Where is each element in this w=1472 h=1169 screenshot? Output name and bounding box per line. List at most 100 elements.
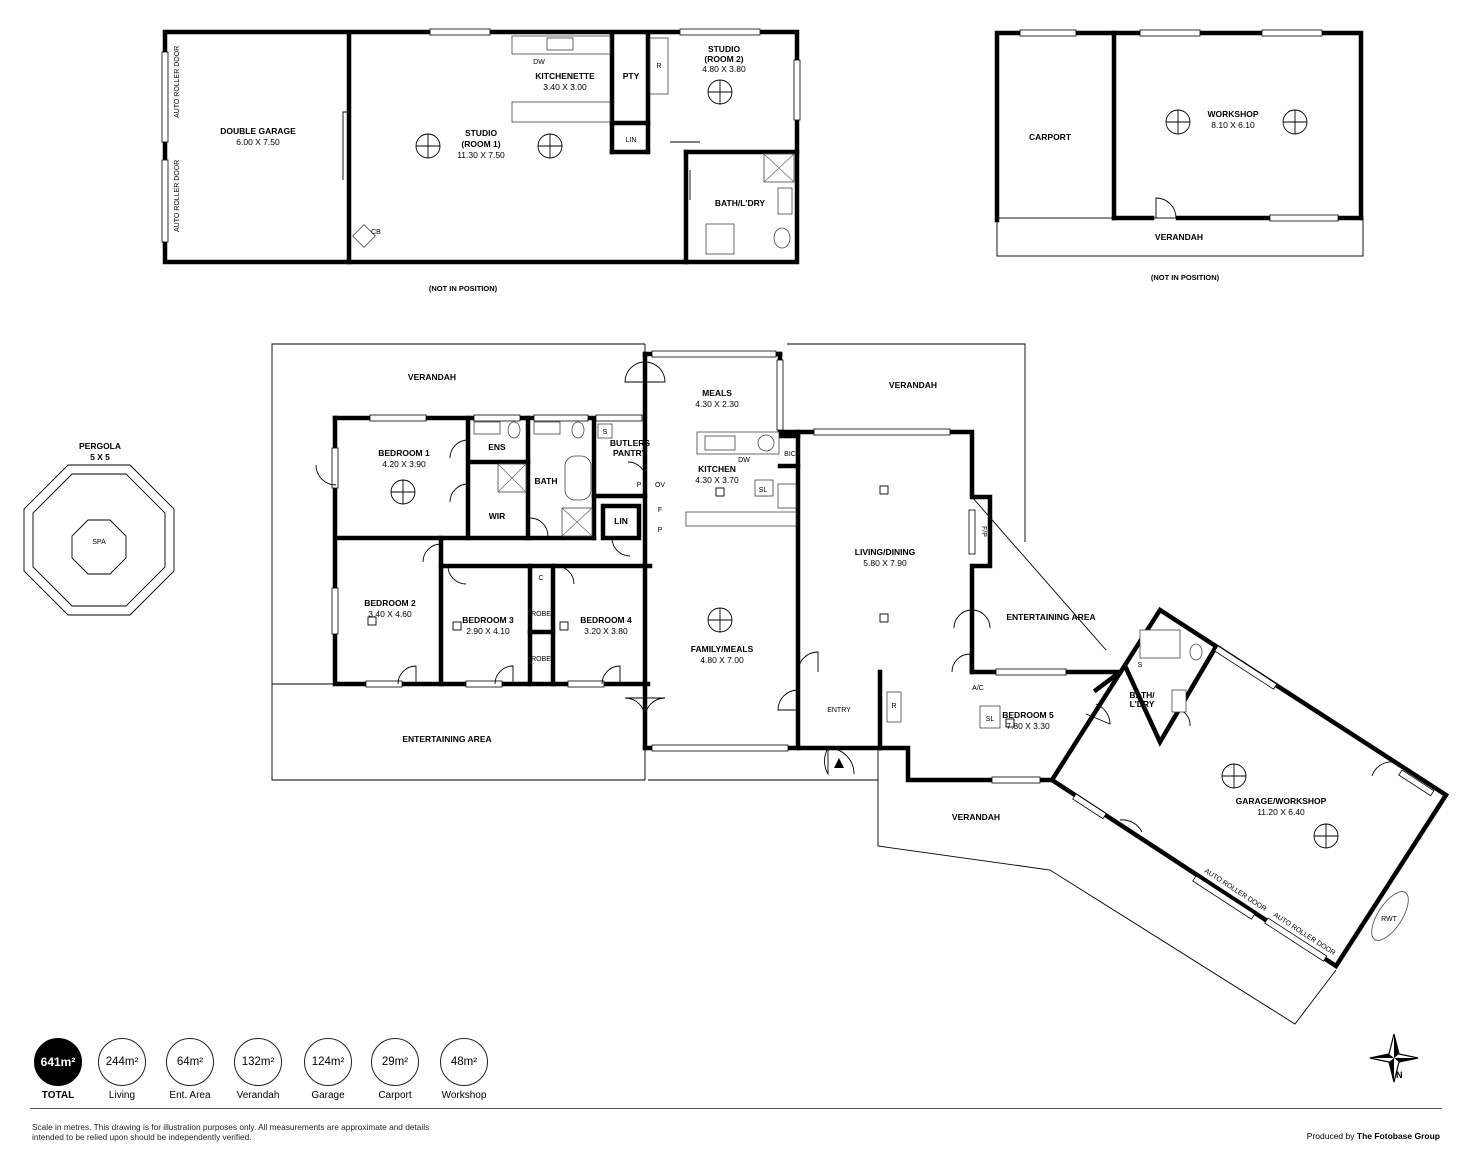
family-meals-label: FAMILY/MEALS bbox=[691, 644, 754, 654]
family-meals-size: 4.80 X 7.00 bbox=[700, 655, 744, 665]
area-ent-label: Ent. Area bbox=[169, 1090, 211, 1101]
r-label: R bbox=[656, 63, 661, 70]
bath-ldry-line2: L'DRY bbox=[1130, 699, 1155, 709]
credit-prefix: Produced by bbox=[1306, 1131, 1355, 1141]
meals-label: MEALS bbox=[702, 388, 732, 398]
lin-label: LIN bbox=[614, 516, 628, 526]
bedroom5-size: 7.80 X 3.30 bbox=[1006, 721, 1050, 731]
bath-label: BATH bbox=[535, 476, 558, 486]
garage-workshop-size: 11.20 X 6.40 bbox=[1257, 807, 1305, 817]
area-workshop-value: 48m² bbox=[440, 1038, 488, 1086]
pty-label: PTY bbox=[623, 71, 640, 81]
s-label: S bbox=[603, 429, 608, 436]
bedroom1-label: BEDROOM 1 bbox=[378, 448, 430, 458]
studio-room1-label: STUDIO bbox=[465, 128, 498, 138]
main-house: VERANDAH VERANDAH VERANDAH MEALS 4.30 X … bbox=[271, 343, 1450, 1025]
entertaining-east-label: ENTERTAINING AREA bbox=[1006, 612, 1095, 622]
r-label: R bbox=[891, 703, 896, 710]
verandah-nw-label: VERANDAH bbox=[408, 372, 456, 382]
sl-bed5-label: SL bbox=[986, 716, 995, 723]
ens-label: ENS bbox=[488, 442, 506, 452]
area-garage-value: 124m² bbox=[304, 1038, 352, 1086]
disclaimer-text: Scale in metres. This drawing is for ill… bbox=[32, 1122, 430, 1142]
kitchen-size: 4.30 X 3.70 bbox=[695, 475, 739, 485]
double-garage-label: DOUBLE GARAGE bbox=[220, 126, 296, 136]
area-garage: 124m² Garage bbox=[298, 1038, 358, 1101]
bedroom4-size: 3.20 X 3.80 bbox=[584, 626, 628, 636]
footer-divider bbox=[30, 1108, 1442, 1109]
garage-workshop-label: GARAGE/WORKSHOP bbox=[1236, 796, 1327, 806]
entry-label: ENTRY bbox=[827, 707, 851, 714]
compass-icon: N bbox=[1369, 1033, 1419, 1083]
bedroom3-label: BEDROOM 3 bbox=[462, 615, 514, 625]
floor-plan: DOUBLE GARAGE 6.00 X 7.50 AUTO ROLLER DO… bbox=[23, 28, 1450, 1025]
area-living-label: Living bbox=[108, 1090, 136, 1101]
roller-door-bottom-label: AUTO ROLLER DOOR bbox=[174, 160, 181, 232]
pantry-label: PANTRY bbox=[613, 448, 647, 458]
workshop-building: CARPORT WORKSHOP 8.10 X 6.10 VERANDAH (N… bbox=[994, 29, 1364, 282]
area-total: 641m² TOTAL bbox=[28, 1038, 88, 1101]
workshop-not-in-position: (NOT IN POSITION) bbox=[1151, 273, 1220, 282]
workshop-size: 8.10 X 6.10 bbox=[1211, 120, 1255, 130]
verandah-south-label: VERANDAH bbox=[952, 812, 1000, 822]
p2-label: P bbox=[658, 527, 663, 534]
area-carport-value: 29m² bbox=[371, 1038, 419, 1086]
area-verandah: 132m² Verandah bbox=[228, 1038, 288, 1101]
area-verandah-value: 132m² bbox=[234, 1038, 282, 1086]
fp-label: F/P bbox=[980, 526, 987, 537]
spa-label: SPA bbox=[92, 539, 106, 546]
roller-door-bottom bbox=[161, 159, 169, 243]
credit: Produced by The Fotobase Group bbox=[1307, 1131, 1440, 1141]
area-living-value: 244m² bbox=[98, 1038, 146, 1086]
bedroom3-size: 2.90 X 4.10 bbox=[466, 626, 510, 636]
studio-room2-label: STUDIO bbox=[708, 44, 741, 54]
lin-label: LIN bbox=[626, 137, 637, 144]
kitchen-label: KITCHEN bbox=[698, 464, 736, 474]
living-dining-label: LIVING/DINING bbox=[855, 547, 916, 557]
area-total-value: 641m² bbox=[34, 1038, 82, 1086]
carport-label: CARPORT bbox=[1029, 132, 1072, 142]
studio-room1-sub: (ROOM 1) bbox=[461, 139, 500, 149]
dw-label: DW bbox=[738, 457, 750, 464]
studio-not-in-position: (NOT IN POSITION) bbox=[429, 284, 498, 293]
area-workshop: 48m² Workshop bbox=[434, 1038, 494, 1101]
area-verandah-label: Verandah bbox=[236, 1090, 280, 1101]
bedroom2-size: 3.40 X 4.60 bbox=[368, 609, 412, 619]
pergola-label: PERGOLA bbox=[79, 441, 121, 451]
bath-ldry-line1: BATH/ bbox=[1129, 690, 1155, 700]
bic-label: BIC bbox=[784, 451, 796, 458]
bedroom4-label: BEDROOM 4 bbox=[580, 615, 632, 625]
bedroom5-label: BEDROOM 5 bbox=[1002, 710, 1054, 720]
credit-brand: The Fotobase Group bbox=[1356, 1131, 1440, 1141]
workshop-label: WORKSHOP bbox=[1208, 109, 1259, 119]
butlers-label: BUTLERS bbox=[610, 438, 650, 448]
verandah-ne-label: VERANDAH bbox=[889, 380, 937, 390]
ac-label: A/C bbox=[972, 685, 984, 692]
roller-door-top bbox=[161, 51, 169, 143]
s2-label: S bbox=[1138, 662, 1143, 669]
ov-label: OV bbox=[655, 482, 665, 489]
studio-building: DOUBLE GARAGE 6.00 X 7.50 AUTO ROLLER DO… bbox=[161, 28, 801, 293]
bath-ldry-label: BATH/L'DRY bbox=[715, 198, 766, 208]
robe1-label: ROBE bbox=[531, 611, 551, 618]
pergola: PERGOLA 5 X 5 SPA bbox=[23, 441, 175, 616]
f-label: F bbox=[658, 507, 662, 514]
area-ent: 64m² Ent. Area bbox=[160, 1038, 220, 1101]
area-workshop-label: Workshop bbox=[441, 1090, 487, 1101]
area-summary: 641m² TOTAL 244m² Living 64m² Ent. Area … bbox=[28, 1038, 498, 1104]
area-garage-label: Garage bbox=[311, 1090, 345, 1101]
area-living: 244m² Living bbox=[92, 1038, 152, 1101]
studio-room2-size: 4.80 X 3.80 bbox=[702, 64, 746, 74]
area-total-label: TOTAL bbox=[41, 1090, 75, 1101]
wir-label: WIR bbox=[489, 511, 506, 521]
pergola-size: 5 X 5 bbox=[90, 452, 110, 462]
double-garage-size: 6.00 X 7.50 bbox=[236, 137, 280, 147]
c-label: C bbox=[538, 575, 543, 582]
studio-room2-sub: (ROOM 2) bbox=[704, 54, 743, 64]
bedroom2-label: BEDROOM 2 bbox=[364, 598, 416, 608]
compass-letter: N bbox=[1396, 1070, 1403, 1080]
workshop-verandah-label: VERANDAH bbox=[1155, 232, 1203, 242]
meals-size: 4.30 X 2.30 bbox=[695, 399, 739, 409]
living-dining-size: 5.80 X 7.90 bbox=[863, 558, 907, 568]
robe2-label: ROBE bbox=[531, 656, 551, 663]
